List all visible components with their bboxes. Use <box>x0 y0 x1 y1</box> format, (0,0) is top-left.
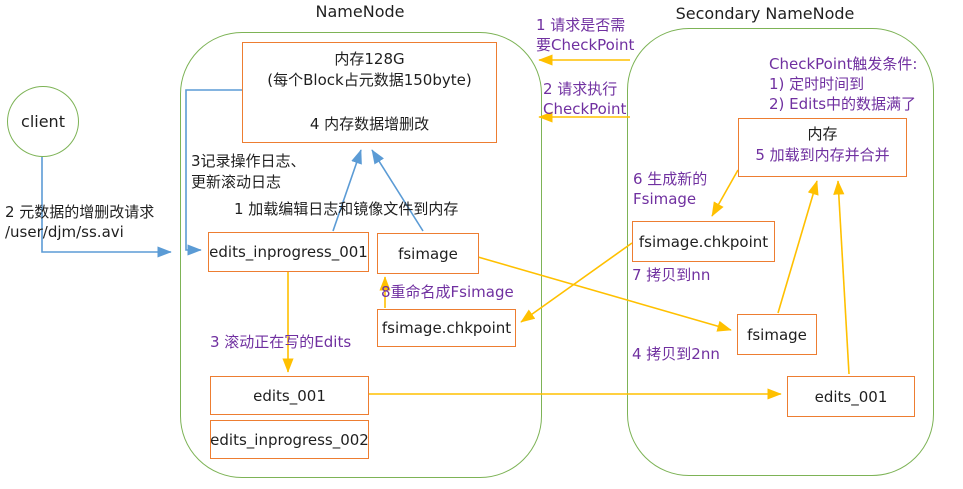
label-request-checkpoint-line1: 1 请求是否需 <box>536 16 626 34</box>
label-trigger-line1: CheckPoint触发条件: <box>769 55 918 73</box>
label-checkpoint-trigger: CheckPoint触发条件: 1) 定时时间到 2) Edits中的数据满了 <box>769 54 917 114</box>
label-roll-edits: 3 滚动正在写的Edits <box>210 333 352 351</box>
nn-memory-line2: (每个Block占元数据150byte) <box>267 71 472 89</box>
label-trigger-line2: 1) 定时时间到 <box>769 75 865 93</box>
label-record-log: 3记录操作日志、 更新滚动日志 <box>191 151 306 193</box>
label-record-log-line1: 3记录操作日志、 <box>191 152 306 170</box>
label-exec-checkpoint-line1: 2 请求执行 <box>543 80 618 98</box>
label-request-checkpoint: 1 请求是否需 要CheckPoint <box>536 15 634 55</box>
label-generate-fsimage-line2: Fsimage <box>633 190 697 208</box>
label-copy-to-2nn: 4 拷贝到2nn <box>632 345 720 363</box>
snn-edits-001-label: edits_001 <box>814 387 888 406</box>
label-generate-fsimage-line1: 6 生成新的 <box>633 170 708 188</box>
snn-memory-title: 内存 <box>807 125 838 143</box>
nn-edits-001-label: edits_001 <box>253 386 326 405</box>
label-client-request: 2 元数据的增删改请求 /user/djm/ss.avi <box>5 202 154 242</box>
label-rename-fsimage: 8重命名成Fsimage <box>381 283 514 301</box>
label-copy-to-nn: 7 拷贝到nn <box>632 266 711 284</box>
label-exec-checkpoint-line2: CheckPoint <box>543 100 627 118</box>
nn-edits-inprogress-002-label: edits_inprogress_002 <box>210 430 369 449</box>
nn-memory-line1: 内存128G <box>334 50 405 68</box>
label-load-to-memory: 1 加载编辑日志和镜像文件到内存 <box>234 200 459 218</box>
nn-edits-inprogress-002-box: edits_inprogress_002 <box>210 420 369 459</box>
label-trigger-line3: 2) Edits中的数据满了 <box>769 95 917 113</box>
nn-memory-box: 内存128G (每个Block占元数据150byte) 4 内存数据增删改 <box>242 42 497 143</box>
client-label: client <box>21 112 65 131</box>
namenode-title: NameNode <box>315 2 405 21</box>
snn-edits-001-box: edits_001 <box>787 376 915 417</box>
snn-fsimage-box: fsimage <box>737 314 817 355</box>
nn-fsimage-chkpoint-label: fsimage.chkpoint <box>381 319 512 337</box>
label-exec-checkpoint: 2 请求执行 CheckPoint <box>543 79 626 119</box>
snn-fsimage-chkpoint-label: fsimage.chkpoint <box>638 232 769 251</box>
snn-memory-sub: 5 加载到内存并合并 <box>755 146 890 164</box>
label-request-checkpoint-line2: 要CheckPoint <box>536 36 635 54</box>
snn-fsimage-label: fsimage <box>747 325 807 344</box>
nn-fsimage-chkpoint-box: fsimage.chkpoint <box>377 309 516 347</box>
nn-fsimage-label: fsimage <box>398 244 458 263</box>
nn-edits-inprogress-001-label: edits_inprogress_001 <box>209 243 368 261</box>
label-client-request-line2: /user/djm/ss.avi <box>5 223 124 241</box>
label-record-log-line2: 更新滚动日志 <box>191 173 282 191</box>
label-client-request-line1: 2 元数据的增删改请求 <box>5 203 155 221</box>
nn-edits-001-box: edits_001 <box>210 376 369 415</box>
nn-memory-line3: 4 内存数据增删改 <box>309 115 430 133</box>
nn-fsimage-box: fsimage <box>377 233 479 274</box>
snn-memory-box: 内存 5 加载到内存并合并 <box>738 118 907 177</box>
snn-fsimage-chkpoint-box: fsimage.chkpoint <box>632 221 775 262</box>
secondary-namenode-title: Secondary NameNode <box>675 4 855 23</box>
client-node: client <box>7 86 79 157</box>
nn-edits-inprogress-001-box: edits_inprogress_001 <box>208 232 369 272</box>
label-generate-fsimage: 6 生成新的 Fsimage <box>633 169 707 209</box>
